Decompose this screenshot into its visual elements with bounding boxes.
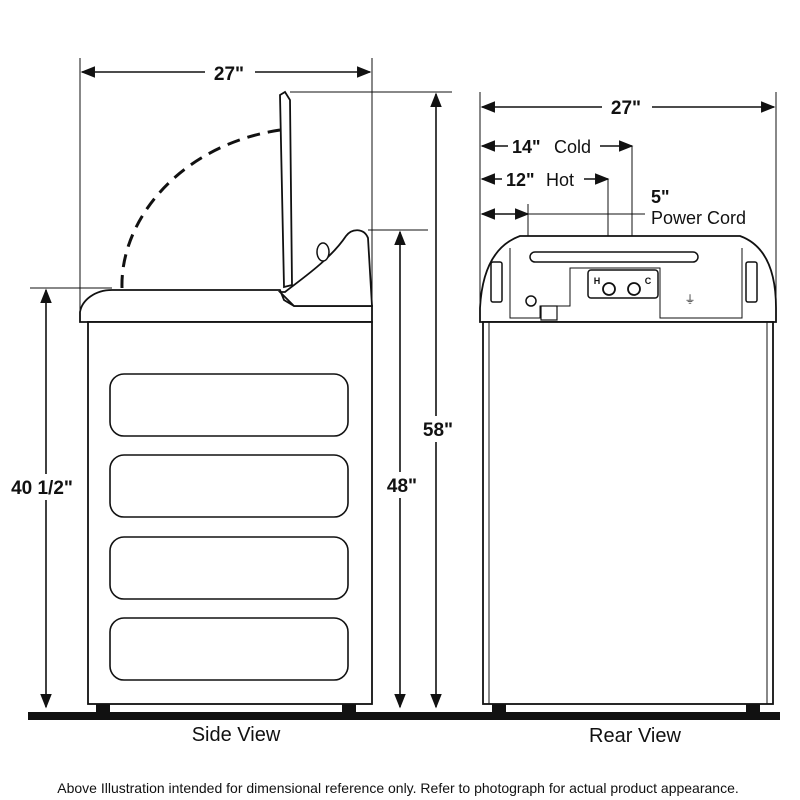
power-cord-offset-label: 5" — [651, 187, 670, 207]
rear-vent-slot — [529, 251, 699, 263]
rear-view: 27" 14" Cold 12" Hot 5" Power Cord H C — [479, 92, 777, 747]
side-panel-3 — [109, 536, 349, 600]
disclaimer-text: Above Illustration intended for dimensio… — [57, 780, 739, 796]
left-bracket — [490, 261, 503, 303]
side-panel-1 — [109, 373, 349, 437]
side-cabinet — [87, 321, 373, 705]
hot-label: Hot — [546, 170, 574, 190]
floor-line — [28, 712, 780, 720]
right-bracket — [745, 261, 758, 303]
rear-foot-left — [492, 704, 506, 713]
lid-height-label: 40 1/2" — [11, 478, 73, 499]
side-view-caption: Side View — [192, 724, 281, 746]
hot-inlet-marker: H — [594, 276, 601, 286]
console-height-label: 48" — [387, 476, 417, 497]
cord-strain-relief — [540, 305, 558, 321]
side-foot-rear — [342, 704, 356, 713]
cold-inlet — [627, 282, 641, 296]
side-foot-front — [96, 704, 110, 713]
control-console — [277, 229, 373, 307]
rear-view-caption: Rear View — [589, 725, 681, 747]
rear-width-label: 27" — [611, 98, 641, 119]
power-cord-fitting — [525, 295, 537, 307]
lid-open-height-label: 58" — [423, 420, 453, 441]
side-panel-2 — [109, 454, 349, 518]
side-panel-4 — [109, 617, 349, 681]
side-view: 27" 40 1/2" 48" 58" Side — [6, 58, 458, 746]
hot-inlet — [602, 282, 616, 296]
side-width-label: 27" — [214, 64, 244, 85]
power-cord-label: Power Cord — [651, 208, 746, 228]
cold-inlet-marker: C — [645, 276, 652, 286]
open-lid — [279, 90, 293, 289]
electrical-symbol: ⏚ — [685, 293, 696, 306]
cold-offset-label: 14" — [512, 137, 541, 157]
hot-offset-label: 12" — [506, 170, 535, 190]
lid-swing-arc — [120, 128, 281, 289]
rear-cabinet — [482, 321, 774, 705]
cold-label: Cold — [554, 137, 591, 157]
rear-foot-right — [746, 704, 760, 713]
rear-recess — [509, 248, 743, 319]
washer-top — [79, 289, 373, 323]
control-knob — [316, 242, 330, 262]
